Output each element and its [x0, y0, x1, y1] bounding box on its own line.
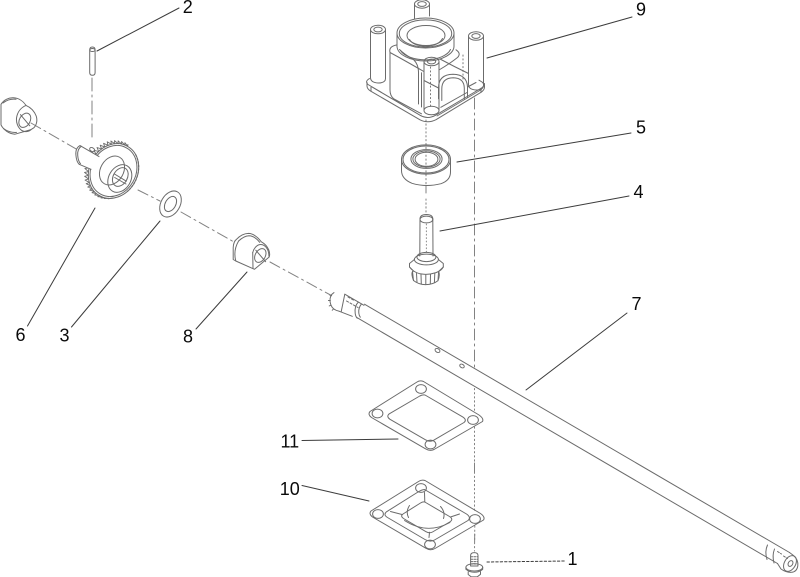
svg-text:10: 10	[280, 479, 300, 499]
svg-text:9: 9	[636, 0, 646, 20]
svg-text:6: 6	[16, 325, 26, 345]
svg-text:3: 3	[60, 326, 70, 346]
svg-text:11: 11	[281, 432, 300, 452]
svg-text:2: 2	[183, 0, 193, 17]
svg-text:5: 5	[636, 118, 646, 138]
svg-text:8: 8	[183, 327, 193, 347]
svg-text:7: 7	[632, 294, 642, 314]
svg-text:1: 1	[568, 549, 578, 569]
svg-text:4: 4	[634, 182, 644, 202]
